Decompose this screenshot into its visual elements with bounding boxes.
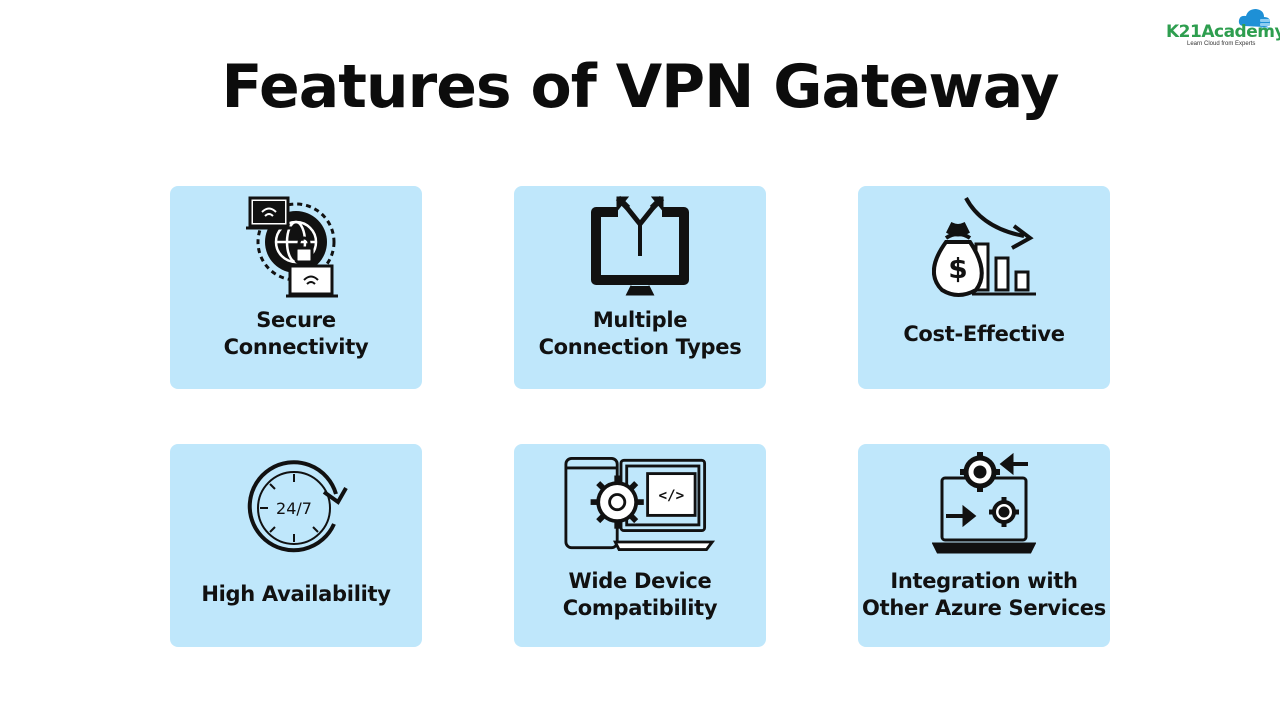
brand-logo: K21Academy Learn Cloud from Experts [1166,6,1280,50]
svg-text:$: $ [948,252,967,285]
page-title: Features of VPN Gateway [221,52,1059,122]
devices-gear-code-icon: </> [564,456,716,552]
feature-label: Cost-Effective [903,322,1065,346]
feature-card-high-availability: 24/7 High Availability [170,444,422,647]
clock-24-7-icon: 24/7 [247,460,348,553]
svg-text:24/7: 24/7 [276,499,312,518]
cloud-icon [1238,9,1270,30]
monitor-connection-arrows-icon [591,195,689,296]
brand-name: K21Academy [1166,22,1280,42]
brand-tagline: Learn Cloud from Experts [1187,41,1256,47]
feature-label: High Availability [201,582,391,606]
svg-text:</>: </> [658,488,684,504]
secure-network-lock-icon [246,196,338,298]
laptop-gears-arrows-icon [932,452,1036,554]
money-bag-declining-chart-icon: $ [932,197,1036,297]
feature-card-cost-effective: $ Cost-Effective [858,186,1110,389]
